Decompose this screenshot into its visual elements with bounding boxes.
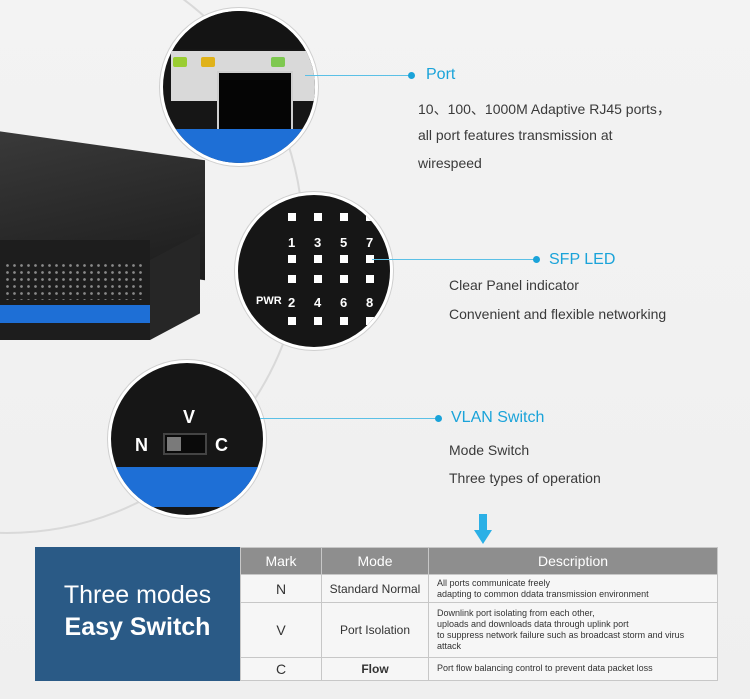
pwr-label: PWR [256,295,282,307]
panel-heading: Three modes [63,581,212,609]
down-arrow-icon [474,514,492,544]
header-mark: Mark [240,547,322,575]
feature-line: Convenient and flexible networking [449,306,667,322]
feature-title-port: Port [426,66,456,83]
vlan-switch-closeup-image: V N C [108,360,266,518]
mark-cell: C [240,656,322,682]
header-description: Description [428,547,718,575]
led-number: 3 [314,235,322,250]
table-row: C Flow Port flow balancing control to pr… [240,656,718,682]
rj45-port-icon [217,71,293,135]
feature-title-sfp-led: SFP LED [549,251,616,268]
led-number: 5 [340,235,348,250]
table-row: N Standard Normal All ports communicate … [240,573,718,604]
panel-subheading: Easy Switch [64,613,211,641]
green-led-icon [271,57,285,67]
led-number: 6 [340,295,348,310]
description-line: to suppress network failure such as broa… [437,629,685,651]
description-cell: Port flow balancing control to prevent d… [428,656,718,682]
description-line: Downlink port isolating from each other, [437,607,595,618]
feature-line: 10、100、1000M Adaptive RJ45 ports， [418,101,671,117]
table-header-row: Mark Mode Description [240,547,718,575]
led-panel-closeup-image: 1 3 5 7 PWR 2 4 6 8 [235,192,393,350]
led-number: 1 [288,235,296,250]
port-closeup-image [160,8,318,166]
led-number: 4 [314,295,322,310]
description-line: Port flow balancing control to prevent d… [437,663,653,674]
modes-table: Mark Mode Description N Standard Normal … [240,547,718,682]
green-led-icon [173,57,187,67]
feature-line: all port features transmission at [418,127,613,143]
mark-cell: V [240,602,322,658]
description-line: uploads and downloads data through uplin… [437,618,629,629]
three-modes-panel: Three modes Easy Switch [35,547,240,681]
mode-cell: Standard Normal [321,573,429,604]
feature-line: wirespeed [418,155,482,171]
feature-title-vlan-switch: VLAN Switch [451,409,545,426]
switch-label-c: C [215,435,228,455]
feature-line: Mode Switch [449,442,530,458]
led-number: 8 [366,295,374,310]
description-cell: All ports communicate freely adapting to… [428,573,718,604]
feature-line: Clear Panel indicator [449,277,579,293]
mark-cell: N [240,573,322,604]
description-cell: Downlink port isolating from each other,… [428,602,718,658]
header-mode: Mode [321,547,429,575]
switch-device-image [0,130,210,345]
description-line: adapting to common ddata transmission en… [437,588,649,599]
switch-label-v: V [183,407,196,427]
feature-line: Three types of operation [449,470,601,486]
mode-cell: Port Isolation [321,602,429,658]
description-line: All ports communicate freely [437,577,551,588]
led-number: 2 [288,295,296,310]
switch-label-n: N [135,435,148,455]
mode-cell: Flow [321,656,429,682]
dip-switch-icon [163,433,207,455]
led-number: 7 [366,235,374,250]
amber-led-icon [201,57,215,67]
table-row: V Port Isolation Downlink port isolating… [240,602,718,658]
